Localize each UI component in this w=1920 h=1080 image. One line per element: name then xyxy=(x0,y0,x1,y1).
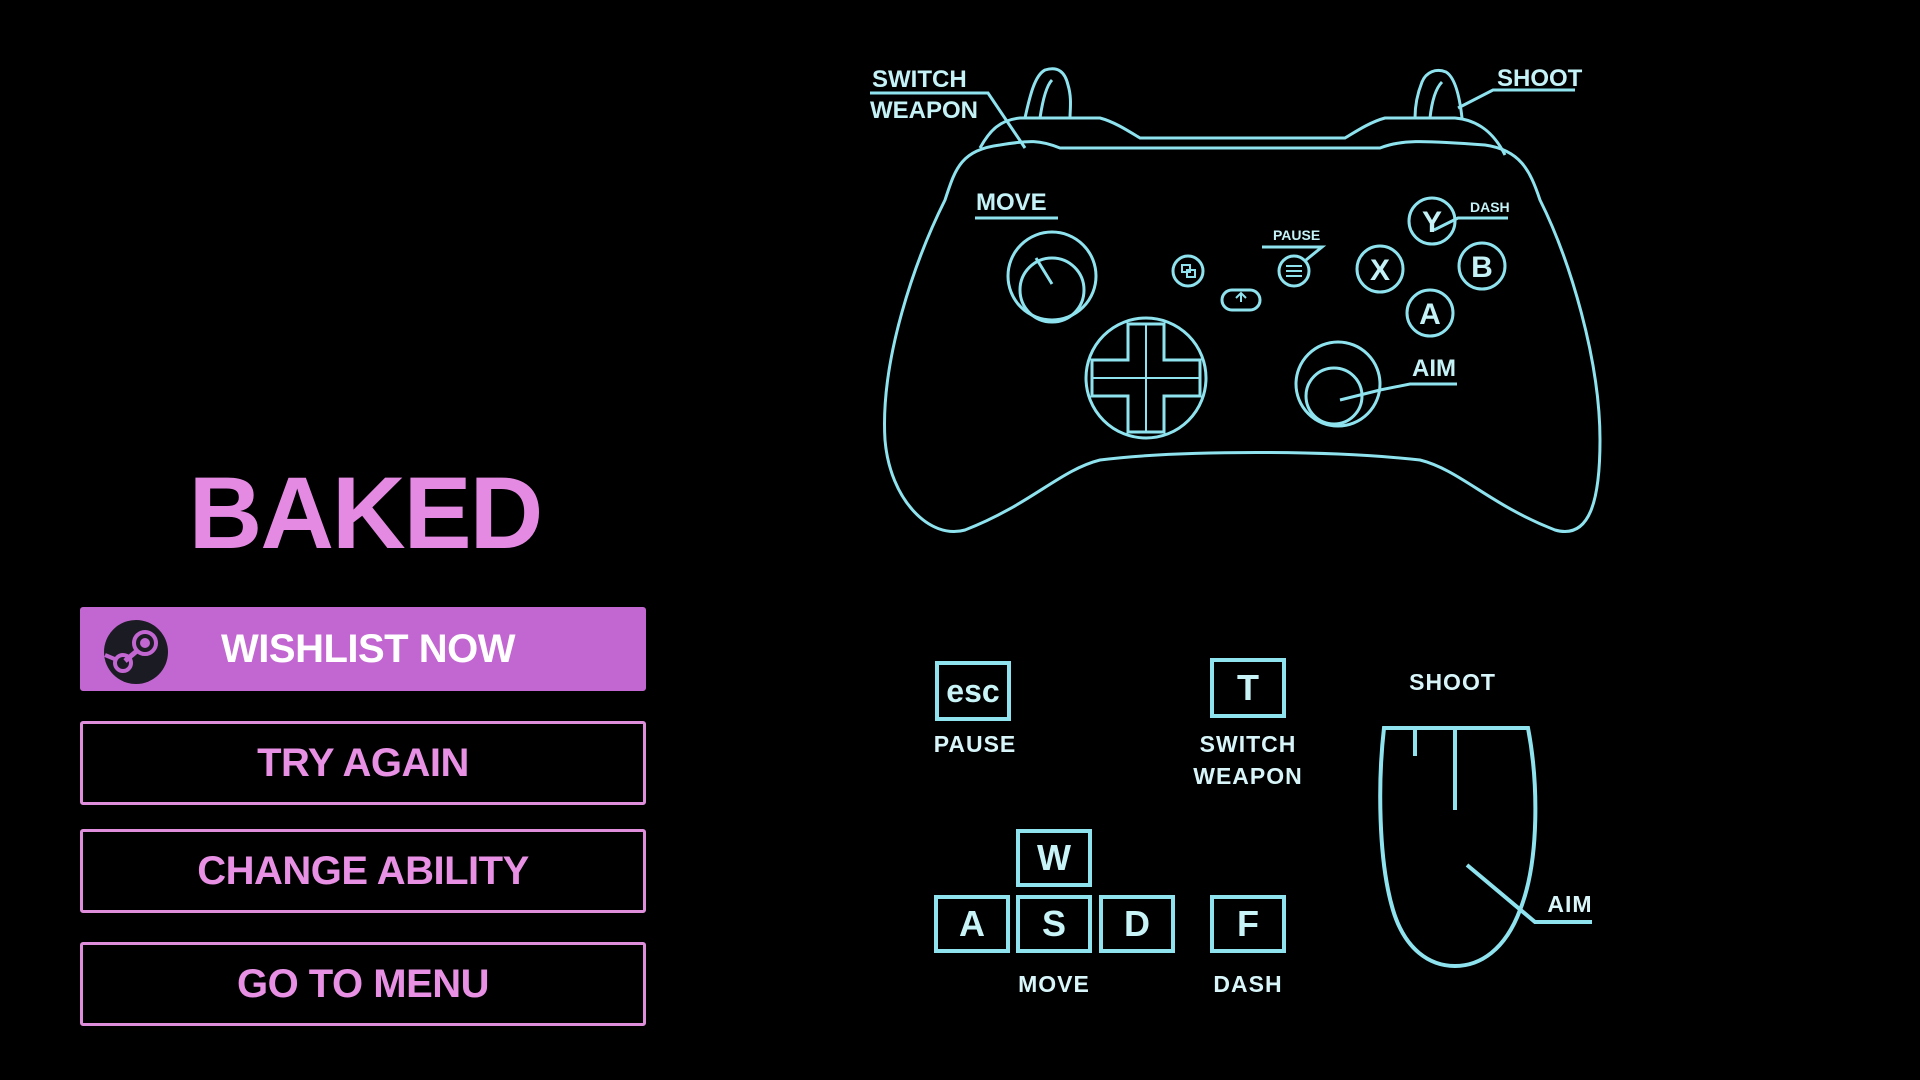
wishlist-now-button[interactable]: WISHLIST NOW xyxy=(80,607,646,691)
steam-icon xyxy=(104,620,168,684)
game-title: BAKED xyxy=(188,456,544,570)
esc-pause-label: PAUSE xyxy=(933,731,1017,757)
gamepad-move-label: MOVE xyxy=(976,189,1047,216)
mouse-shoot-label: SHOOT xyxy=(1409,669,1496,695)
a-button-glyph: A xyxy=(1419,298,1441,331)
wishlist-label: WISHLIST NOW xyxy=(221,626,515,671)
t-switch-label-line1: SWITCH xyxy=(1199,731,1297,757)
try-again-button[interactable]: TRY AGAIN xyxy=(80,721,646,805)
b-button-glyph: B xyxy=(1471,251,1493,284)
t-switch-weapon-label: SWITCH WEAPON xyxy=(1168,728,1328,792)
gamepad-dash-label: DASH xyxy=(1470,199,1510,215)
gamepad-body-outline xyxy=(883,140,1602,533)
x-button-glyph: X xyxy=(1370,254,1390,287)
change-ability-button[interactable]: CHANGE ABILITY xyxy=(80,829,646,913)
gamepad-switch-weapon-label-1: SWITCH xyxy=(872,66,967,93)
mouse-icon xyxy=(1378,726,1592,969)
a-key: A xyxy=(934,895,1010,953)
mouse-aim-label: AIM xyxy=(1547,891,1593,917)
gamepad-aim-label: AIM xyxy=(1412,355,1456,382)
gamepad-pause-label: PAUSE xyxy=(1273,227,1320,243)
t-switch-label-line2: WEAPON xyxy=(1193,763,1303,789)
d-key: D xyxy=(1099,895,1175,953)
s-key: S xyxy=(1016,895,1092,953)
wasd-move-label: MOVE xyxy=(1018,971,1090,997)
f-key: F xyxy=(1210,895,1286,953)
go-to-menu-button[interactable]: GO TO MENU xyxy=(80,942,646,1026)
gamepad-shoot-label: SHOOT xyxy=(1497,65,1583,92)
gamepad-switch-weapon-label-2: WEAPON xyxy=(870,97,978,124)
esc-key: esc xyxy=(935,661,1011,721)
y-button-glyph: Y xyxy=(1422,206,1442,239)
t-key: T xyxy=(1210,658,1286,718)
w-key: W xyxy=(1016,829,1092,887)
f-dash-label: DASH xyxy=(1213,971,1283,997)
